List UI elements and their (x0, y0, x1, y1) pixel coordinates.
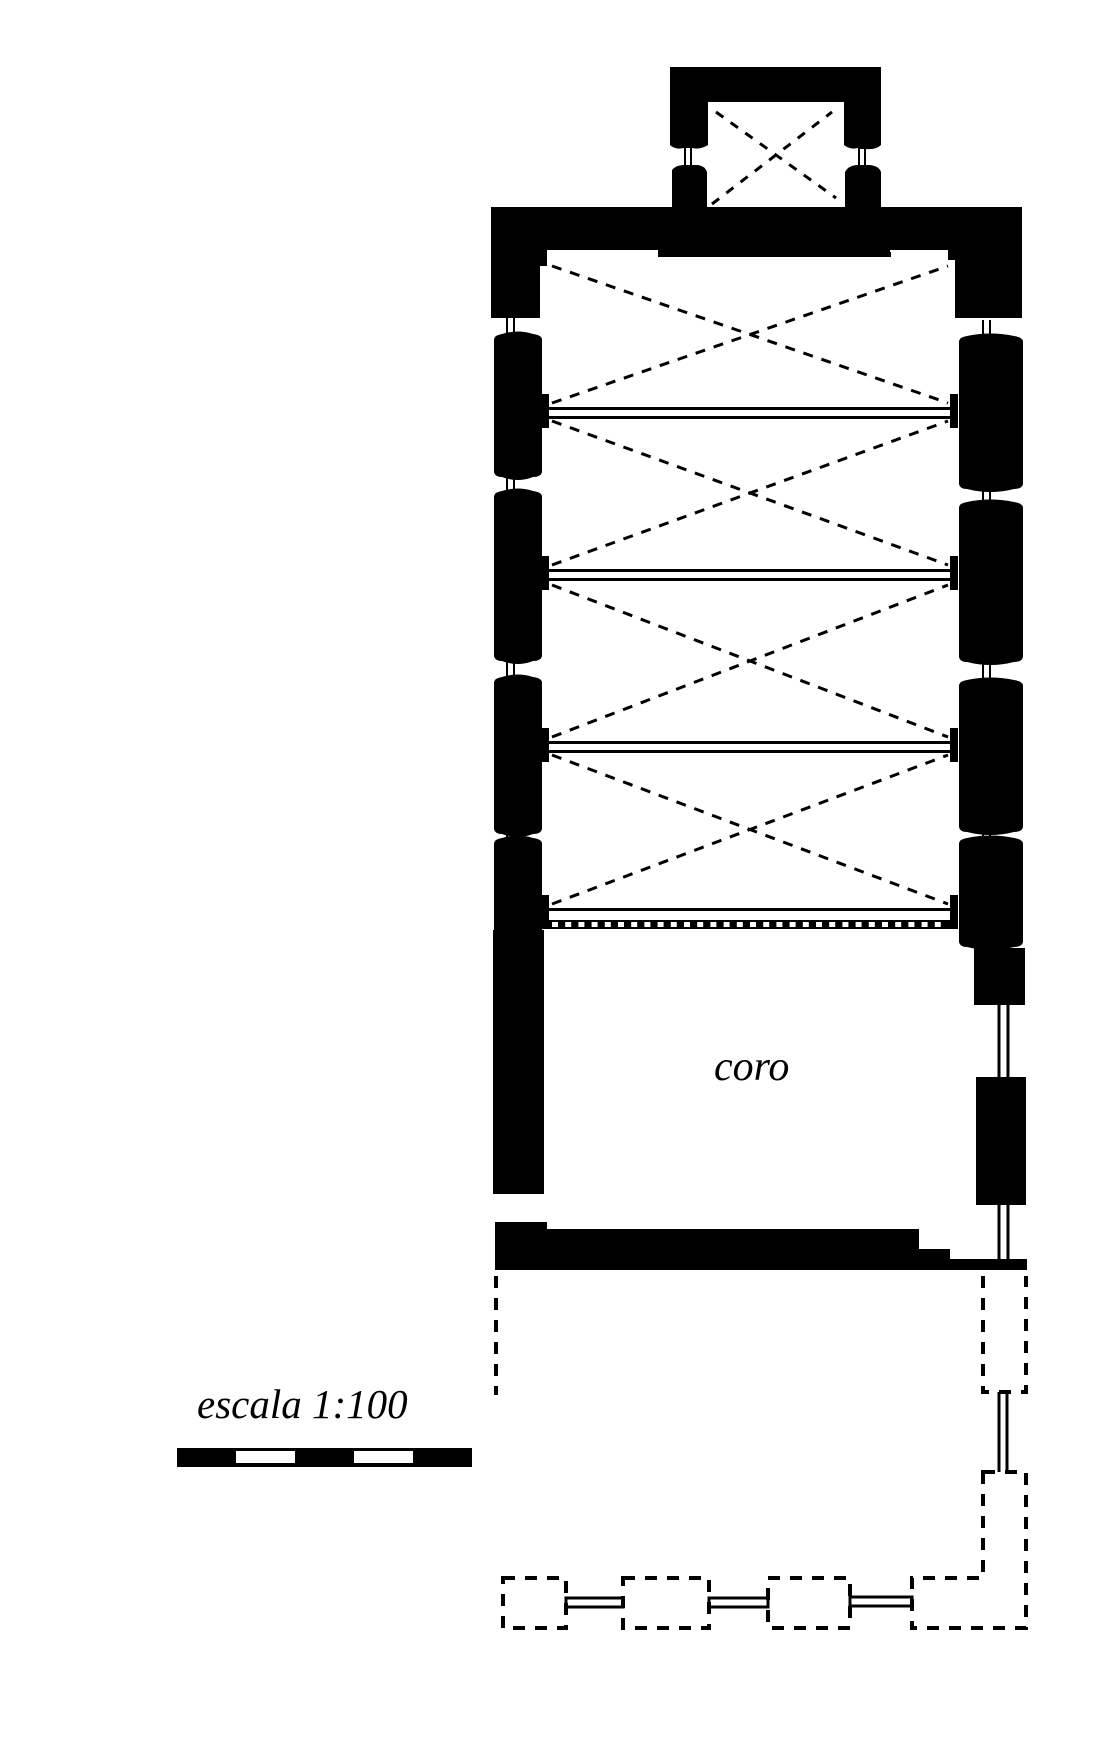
transverse-rib-line (546, 750, 953, 753)
choir-rail-gap (591, 922, 598, 927)
left-pier (494, 674, 542, 837)
choir-rail-gap (842, 922, 849, 927)
right-wall (959, 333, 1023, 950)
transverse-rib-line (546, 908, 953, 911)
right-wall-block (976, 1077, 1026, 1205)
choir-rail-gap (802, 922, 809, 927)
transverse-rib-line (546, 569, 953, 572)
transverse-rib-line (546, 741, 953, 744)
nave-windows (506, 318, 991, 837)
choir-rail-gap (921, 922, 928, 927)
left-pier (494, 488, 542, 664)
transverse-rib-line (546, 407, 953, 410)
choir-rail-gap (829, 922, 836, 927)
rib-capital-left (541, 895, 549, 929)
choir-rail-gap (868, 922, 875, 927)
choir-rail-gap (578, 922, 585, 927)
rib-capital-right (950, 728, 958, 762)
room-label-coro: coro (714, 1044, 790, 1090)
choir-rail (546, 920, 953, 929)
rib-capital-left (541, 556, 549, 590)
choir-rail-gap (697, 922, 704, 927)
right-wall-lower (974, 948, 1025, 1005)
rib-capital-left (541, 394, 549, 428)
transverse-ribs (541, 394, 958, 929)
left-wall (494, 331, 542, 942)
vault-diagonal (551, 264, 949, 405)
apse-vault-diagonals (711, 110, 837, 206)
choir-rail-gap (644, 922, 651, 927)
right-pier (959, 677, 1023, 835)
choir-rail-gap (895, 922, 902, 927)
left-pier (494, 331, 542, 480)
right-windows-lower (997, 1005, 1010, 1259)
choir-rail-gap (657, 922, 664, 927)
scale-bar-segment (354, 1451, 413, 1463)
transverse-rib-line (546, 416, 953, 419)
choir-rail-gap (631, 922, 638, 927)
vault-diagonal (551, 583, 949, 739)
vault-diagonal (551, 419, 949, 567)
left-wall-lower (493, 930, 544, 1194)
right-pier (959, 835, 1023, 950)
transverse-rib-line (546, 578, 953, 581)
choir-rail-gap (552, 922, 558, 927)
scale-label: escala 1:100 (197, 1381, 408, 1427)
choir-rail-gap (565, 922, 572, 927)
choir-rail-gap (882, 922, 888, 927)
choir-rail-gap (736, 922, 743, 927)
rib-capital-right (950, 895, 958, 929)
choir-rail-gap (789, 922, 796, 927)
choir-rail-gap (750, 922, 756, 927)
choir-rail-gap (604, 922, 611, 927)
scale-bar-segment (236, 1451, 295, 1463)
rib-capital-right (950, 394, 958, 428)
choir-rail-gap (816, 922, 822, 927)
choir-rail-gap (684, 922, 690, 927)
vault-diagonal (551, 753, 949, 906)
apse-lower-left-pier (672, 165, 707, 207)
choir-rail-gap (776, 922, 783, 927)
choir-rail-gap (908, 922, 915, 927)
right-pier (959, 333, 1023, 492)
portico-outline (494, 1276, 1028, 1630)
left-pier (494, 835, 542, 942)
right-pier (959, 499, 1023, 665)
choir-rail-gap (763, 922, 770, 927)
vault-diagonals (551, 264, 949, 906)
apse-windows (684, 148, 866, 166)
choir-rail-gap (618, 922, 624, 927)
facade-wall (495, 1222, 1027, 1270)
choir-rail-gap (710, 922, 717, 927)
scale-bar (177, 1448, 472, 1467)
apse (670, 67, 881, 207)
apse-lower-right-pier (845, 165, 881, 207)
choir-rail-gap (670, 922, 677, 927)
choir-rail-gap (934, 922, 941, 927)
rib-capital-left (541, 728, 549, 762)
choir-rail-gap (723, 922, 730, 927)
choir-rail-gap (855, 922, 862, 927)
apse-upper-wall (670, 67, 881, 150)
rib-capital-right (950, 556, 958, 590)
apse-arch-line (712, 207, 839, 211)
nave-head-wall (491, 207, 1022, 318)
apse-step-base (658, 252, 891, 257)
portico-windows (564, 1392, 1009, 1609)
apse-step (692, 211, 860, 248)
